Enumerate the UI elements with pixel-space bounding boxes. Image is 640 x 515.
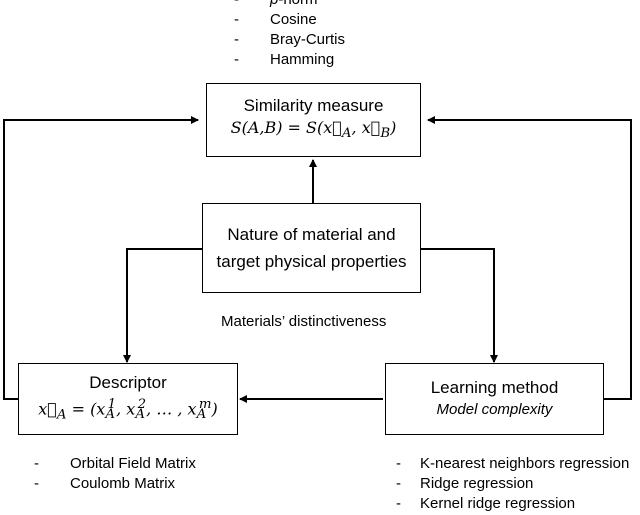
arrow-descriptor-to-similarity	[3, 116, 199, 400]
learning-title: Learning method	[430, 378, 559, 397]
similarity-box: Similarity measure S(A,B) = S(x⃗A, x⃗B)	[206, 83, 421, 157]
descriptor-formula: x⃗A = (xA1, xA2, … , xAm)	[38, 396, 218, 423]
learning-subtitle: Model complexity	[436, 401, 553, 418]
list-item: -Kernel ridge regression	[396, 495, 576, 512]
descriptor-box: Descriptor x⃗A = (xA1, xA2, … , xAm)	[18, 363, 238, 435]
center-line-2: target physical properties	[216, 252, 407, 271]
learning-list: -K-nearest neighbors regression -Ridge r…	[396, 454, 629, 514]
arrow-learning-to-similarity	[427, 116, 632, 400]
arrow-center-to-learning	[421, 248, 498, 363]
list-item: -K-nearest neighbors regression	[396, 455, 630, 472]
list-item: -Coulomb Matrix	[34, 475, 176, 492]
descriptor-list: -Orbital Field Matrix -Coulomb Matrix	[34, 454, 196, 494]
descriptor-title: Descriptor	[89, 372, 167, 392]
list-item: -Ridge regression	[396, 475, 534, 492]
list-item: -p-norm	[234, 0, 345, 10]
center-box: Nature of material and target physical p…	[202, 203, 421, 293]
list-item: -Hamming	[234, 51, 335, 68]
similarity-title: Similarity measure	[243, 95, 384, 115]
list-item: -Cosine	[234, 11, 317, 28]
center-caption: Materials’ distinctiveness	[221, 313, 387, 330]
arrow-center-to-descriptor	[123, 248, 203, 363]
learning-box: Learning method Model complexity	[385, 363, 604, 435]
center-line-1: Nature of material and	[227, 225, 396, 244]
similarity-list: -p-norm -Cosine -Bray-Curtis -Hamming	[234, 0, 345, 70]
list-item: -Orbital Field Matrix	[34, 455, 196, 472]
similarity-formula: S(A,B) = S(x⃗A, x⃗B)	[230, 117, 397, 142]
list-item: -Bray-Curtis	[234, 31, 346, 48]
